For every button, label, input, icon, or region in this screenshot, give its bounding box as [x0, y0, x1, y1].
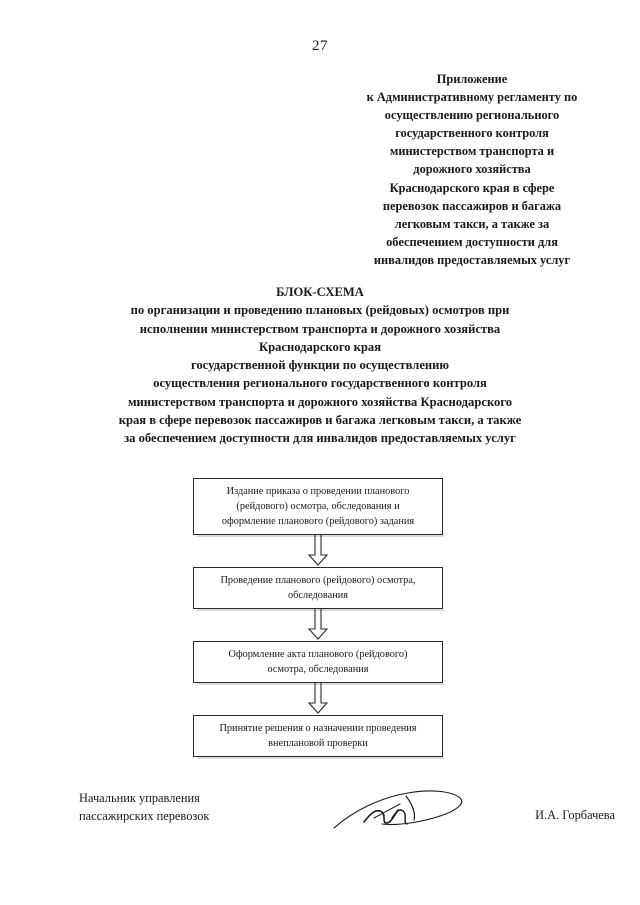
flowchart-connector-2 — [193, 609, 443, 641]
title-line-4: государственной функции по осуществлению — [190, 358, 450, 373]
step-1-line-3: оформление планового (рейдового) задания — [221, 516, 415, 527]
appendix-line-8: перевозок пассажиров и багажа — [382, 198, 562, 213]
title-line-3: Краснодарского края — [258, 339, 382, 354]
signatory-position-line-1: Начальник управления — [79, 791, 200, 805]
title-heading: БЛОК-СХЕМА — [276, 285, 364, 299]
flowchart-step-1: Издание приказа о проведении планового (… — [193, 478, 444, 537]
step-2-line-1: Проведение планового (рейдового) осмотра… — [220, 575, 416, 586]
title-line-1: по организации и проведению плановых (ре… — [130, 303, 510, 318]
flowchart-step-3: Оформление акта планового (рейдового) ос… — [193, 641, 444, 685]
signatory-position: Начальник управления пассажирских перево… — [79, 790, 209, 825]
step-4-line-1: Принятие решения о назначении проведения — [219, 723, 417, 734]
title-line-8: за обеспечением доступности для инвалидо… — [124, 431, 516, 446]
step-1-line-1: Издание приказа о проведении планового — [226, 486, 410, 497]
step-3-line-2: осмотра, обследования — [267, 664, 369, 675]
title-line-2: исполнении министерством транспорта и до… — [139, 321, 501, 336]
flowchart-connector-1 — [193, 535, 443, 567]
appendix-line-6: дорожного хозяйства — [413, 162, 531, 177]
appendix-line-1: Приложение — [436, 72, 508, 86]
title-line-5: осуществления регионального государствен… — [153, 376, 487, 391]
appendix-line-2: к Административному регламенту по — [366, 90, 578, 105]
flowchart-step-2: Проведение планового (рейдового) осмотра… — [193, 567, 444, 611]
signature-block: Начальник управления пассажирских перево… — [0, 790, 640, 850]
appendix-line-10: обеспечением доступности для — [386, 234, 558, 249]
down-arrow-icon — [307, 535, 329, 566]
page-title: БЛОК-СХЕМА по организации и проведению п… — [48, 283, 592, 448]
handwritten-signature-icon — [330, 782, 470, 838]
appendix-line-9: легковым такси, а также за — [394, 216, 550, 231]
page-number: 27 — [312, 38, 328, 54]
step-3-line-1: Оформление акта планового (рейдового) — [228, 649, 408, 660]
step-2-line-2: обследования — [288, 590, 348, 601]
step-4-line-2: внеплановой проверки — [268, 738, 368, 749]
flowchart-step-4: Принятие решения о назначении проведения… — [193, 715, 444, 759]
appendix-block: Приложение к Административному регламент… — [330, 70, 614, 269]
appendix-line-4: государственного контроля — [395, 126, 549, 141]
title-line-7: края в сфере перевозок пассажиров и бага… — [118, 413, 522, 428]
appendix-line-3: осуществлению регионального — [384, 108, 560, 123]
flowchart-connector-3 — [193, 683, 443, 715]
title-line-6: министерством транспорта и дорожного хоз… — [127, 394, 513, 409]
appendix-line-11: инвалидов предоставляемых услуг — [373, 252, 571, 267]
appendix-line-5: министерством транспорта и — [389, 144, 555, 159]
flowchart: Издание приказа о проведении планового (… — [193, 478, 444, 759]
down-arrow-icon — [307, 683, 329, 714]
appendix-line-7: Краснодарского края в сфере — [389, 180, 555, 195]
signatory-position-line-2: пассажирских перевозок — [79, 808, 210, 823]
step-1-line-2: (рейдового) осмотра, обследования и — [236, 501, 400, 512]
signatory-name: И.А. Горбачева — [535, 808, 615, 822]
down-arrow-icon — [307, 609, 329, 640]
